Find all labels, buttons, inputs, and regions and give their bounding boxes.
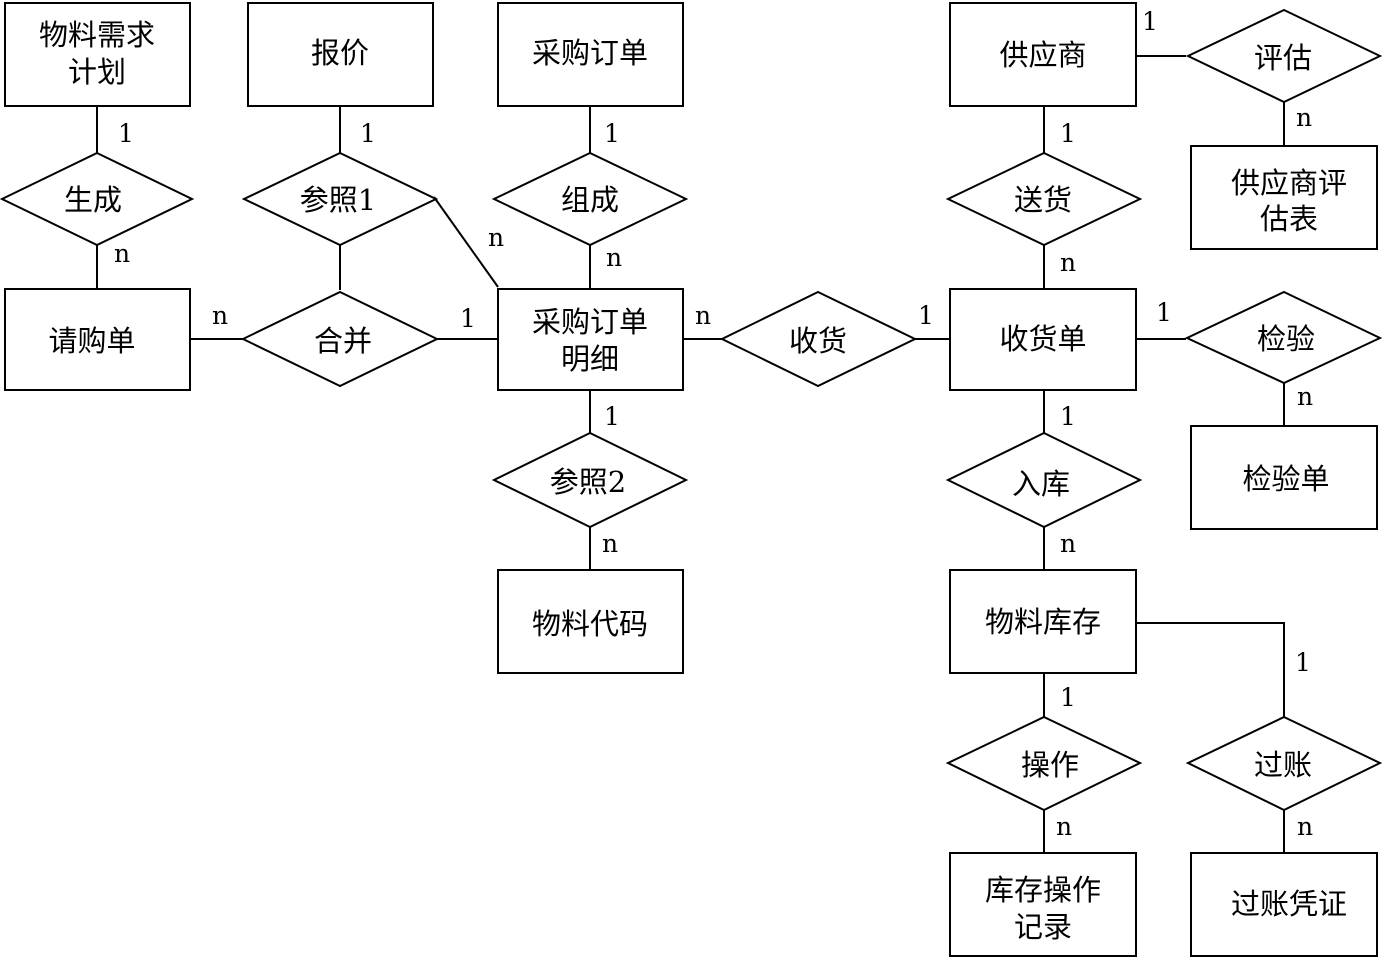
cardinality-label: 1 <box>1156 298 1172 327</box>
cardinality-label: 1 <box>1142 7 1158 36</box>
cardinality-label: 1 <box>1295 648 1311 677</box>
relationship-compose: 组成 <box>491 151 689 247</box>
entity-label: 请购单 <box>48 324 135 358</box>
entity-receipt: 收货单 <box>949 288 1137 391</box>
entity-label: 采购订单 <box>532 36 648 70</box>
relationship-label: 组成 <box>561 183 619 217</box>
relationship-label: 送货 <box>1014 183 1072 217</box>
relationship-inspect: 检验 <box>1184 290 1382 385</box>
relationship-label: 操作 <box>1021 748 1079 782</box>
relationship-label: 评估 <box>1254 41 1312 75</box>
cardinality-labels: 1 n 1 n 1 n 1 n 1 n n 1 n 1 1 n 1 n 1 n … <box>114 7 1313 841</box>
entity-label: 检验单 <box>1242 462 1329 496</box>
cardinality-label: n <box>114 239 130 268</box>
connectors <box>96 55 1285 853</box>
relationship-label: 检验 <box>1257 322 1315 356</box>
relationship-evaluate: 评估 <box>1185 8 1382 104</box>
cardinality-label: n <box>1060 248 1076 277</box>
cardinality-label: n <box>1296 103 1312 132</box>
cardinality-label: 1 <box>460 304 476 333</box>
relationship-label: 参照2 <box>550 465 626 499</box>
relationship-generate: 生成 <box>0 151 195 247</box>
entity-quotation: 报价 <box>247 2 434 107</box>
entity-inspection-form: 检验单 <box>1190 425 1378 530</box>
entity-inventory-op-record: 库存操作 记录 <box>949 852 1137 957</box>
cardinality-label: n <box>1297 812 1313 841</box>
entity-supplier-eval-form: 供应商评 估表 <box>1190 145 1378 250</box>
cardinality-label: n <box>488 223 504 252</box>
relationship-deliver: 送货 <box>945 151 1143 247</box>
entity-po-detail: 采购订单 明细 <box>497 288 684 391</box>
entity-label: 估表 <box>1260 202 1318 236</box>
cardinality-label: 1 <box>1060 402 1076 431</box>
entity-label: 供应商 <box>999 38 1086 72</box>
entity-purchase-order: 采购订单 <box>497 2 684 107</box>
entity-label: 供应商评 <box>1231 166 1347 200</box>
cardinality-label: 1 <box>604 402 620 431</box>
entity-label: 明细 <box>561 342 619 376</box>
entity-label: 采购订单 <box>532 305 648 339</box>
entity-inventory: 物料库存 <box>949 569 1137 674</box>
relationship-label: 收货 <box>789 324 847 358</box>
cardinality-label: n <box>695 301 711 330</box>
cardinality-label: 1 <box>1060 683 1076 712</box>
cardinality-label: n <box>1056 812 1072 841</box>
entity-label: 过账凭证 <box>1231 887 1347 921</box>
cardinality-label: n <box>1297 382 1313 411</box>
cardinality-label: 1 <box>360 119 376 148</box>
cardinality-label: 1 <box>918 301 934 330</box>
cardinality-label: n <box>606 243 622 272</box>
relationship-operate: 操作 <box>945 715 1143 812</box>
cardinality-label: n <box>1060 529 1076 558</box>
cardinality-label: n <box>602 529 618 558</box>
entity-label: 物料代码 <box>532 607 648 641</box>
relationship-post: 过账 <box>1185 715 1382 812</box>
relationship-label: 参照1 <box>300 183 376 217</box>
relationship-label: 入库 <box>1012 467 1070 501</box>
relationship-merge: 合并 <box>240 290 440 388</box>
entity-label: 库存操作 <box>985 873 1101 907</box>
relationship-label: 合并 <box>314 324 372 358</box>
entity-label: 记录 <box>1014 910 1072 944</box>
entity-requisition: 请购单 <box>4 288 191 391</box>
entity-label: 收货单 <box>999 322 1086 356</box>
entity-label: 计划 <box>68 55 126 89</box>
cardinality-label: 1 <box>118 119 134 148</box>
entity-material-plan: 物料需求 计划 <box>4 2 191 107</box>
cardinality-label: 1 <box>604 119 620 148</box>
entity-label: 报价 <box>311 36 369 70</box>
entity-supplier: 供应商 <box>949 2 1137 107</box>
entity-posting-voucher: 过账凭证 <box>1190 852 1378 957</box>
entity-material-code: 物料代码 <box>497 569 684 674</box>
entity-label: 物料需求 <box>39 18 155 52</box>
relationship-label: 生成 <box>64 183 122 217</box>
cardinality-label: 1 <box>1060 119 1076 148</box>
relationship-stock-in: 入库 <box>945 431 1143 529</box>
relationship-reference2: 参照2 <box>491 431 689 529</box>
relationship-receive: 收货 <box>719 290 918 388</box>
relationship-reference1: 参照1 <box>241 151 439 247</box>
relationship-label: 过账 <box>1254 748 1312 782</box>
cardinality-label: n <box>212 301 228 330</box>
entity-label: 物料库存 <box>985 605 1101 639</box>
